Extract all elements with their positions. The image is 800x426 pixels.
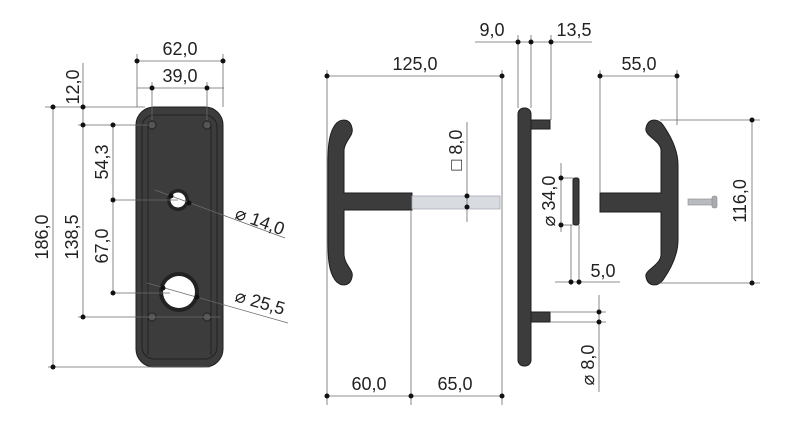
handle-grip	[599, 119, 679, 286]
dim-handle-projection: 55,0	[621, 54, 656, 74]
plate-inner-edge	[141, 114, 218, 360]
plate-profile	[517, 107, 532, 367]
pin-bottom	[530, 311, 551, 323]
left-handle	[327, 119, 501, 286]
dim-plate-width: 62,0	[162, 39, 197, 59]
pin-top	[530, 119, 551, 130]
screw-hole	[147, 120, 157, 130]
side-plate	[517, 107, 551, 367]
dim-spindle-square: □ 8,0	[446, 130, 466, 171]
right-handle	[599, 119, 718, 286]
fixing-screw	[687, 195, 718, 209]
dim-screw-spacing-width: 39,0	[162, 66, 197, 86]
dim-rosette-diameter: ⌀ 34,0	[539, 176, 559, 227]
left-handle-dimensions: 125,0 □ 8,0 60,0 65,0	[324, 54, 505, 405]
dim-to-handle-hole: 54,3	[92, 144, 112, 179]
dim-plate-thickness: 9,0	[479, 20, 504, 40]
screw-hole	[202, 120, 212, 130]
handle-grip	[327, 119, 413, 286]
dim-grip-height: 116,0	[730, 179, 750, 223]
dim-handle-total-length: 125,0	[392, 54, 437, 74]
dim-rosette-thickness: 5,0	[590, 261, 615, 281]
rosette	[572, 177, 580, 226]
rosette-dimensions: ⌀ 34,0 5,0	[539, 163, 620, 285]
side-plate-dimensions: 9,0 13,5 ⌀ 8,0	[475, 20, 606, 392]
right-handle-dimensions: 55,0 116,0	[597, 54, 760, 286]
dim-pin-length: 13,5	[556, 20, 591, 40]
front-plate	[135, 106, 224, 368]
rosette-profile	[572, 177, 580, 226]
dim-spindle-part: 65,0	[437, 374, 472, 394]
dim-plate-height: 186,0	[32, 214, 52, 259]
dim-cylinder-hole-diameter: ⌀ 25,5	[233, 286, 287, 319]
dim-handle-part: 60,0	[351, 374, 386, 394]
spindle	[411, 195, 501, 210]
dim-handle-hole-diameter: ⌀ 14,0	[233, 203, 288, 239]
plate-body	[135, 106, 224, 368]
dim-handle-to-cylinder: 67,0	[92, 228, 112, 263]
dim-screw-spacing-height: 138,5	[62, 214, 82, 259]
dim-pin-diameter: ⌀ 8,0	[578, 345, 598, 386]
dim-top-offset: 12,0	[63, 69, 83, 104]
